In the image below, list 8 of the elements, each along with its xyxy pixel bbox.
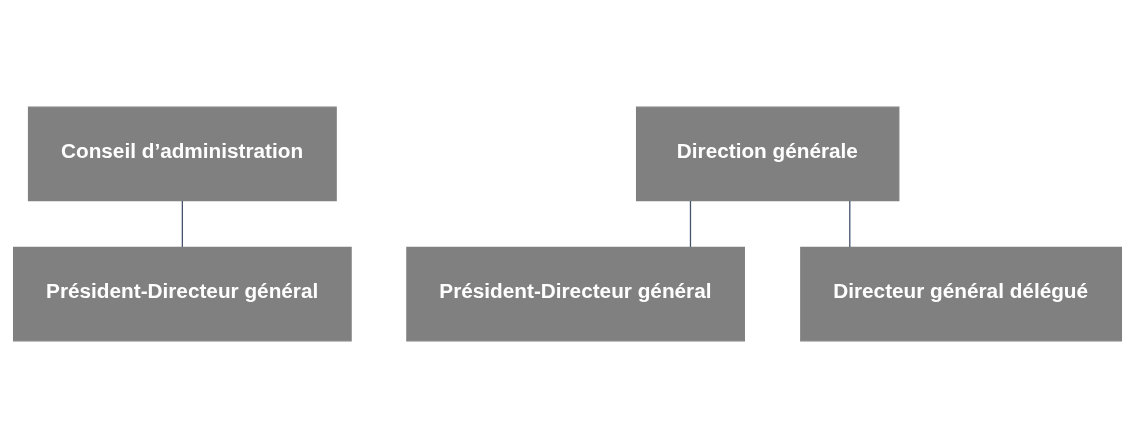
connector [181,200,183,248]
node-box: Président-Directeur général [13,246,352,342]
node-box: Direction générale [635,106,900,202]
node-box: Directeur général délégué [800,246,1122,342]
connector [849,200,851,248]
node-box: Conseil d’administration [27,106,337,202]
connector [689,200,692,248]
node-box: Président-Directeur général [406,246,745,342]
